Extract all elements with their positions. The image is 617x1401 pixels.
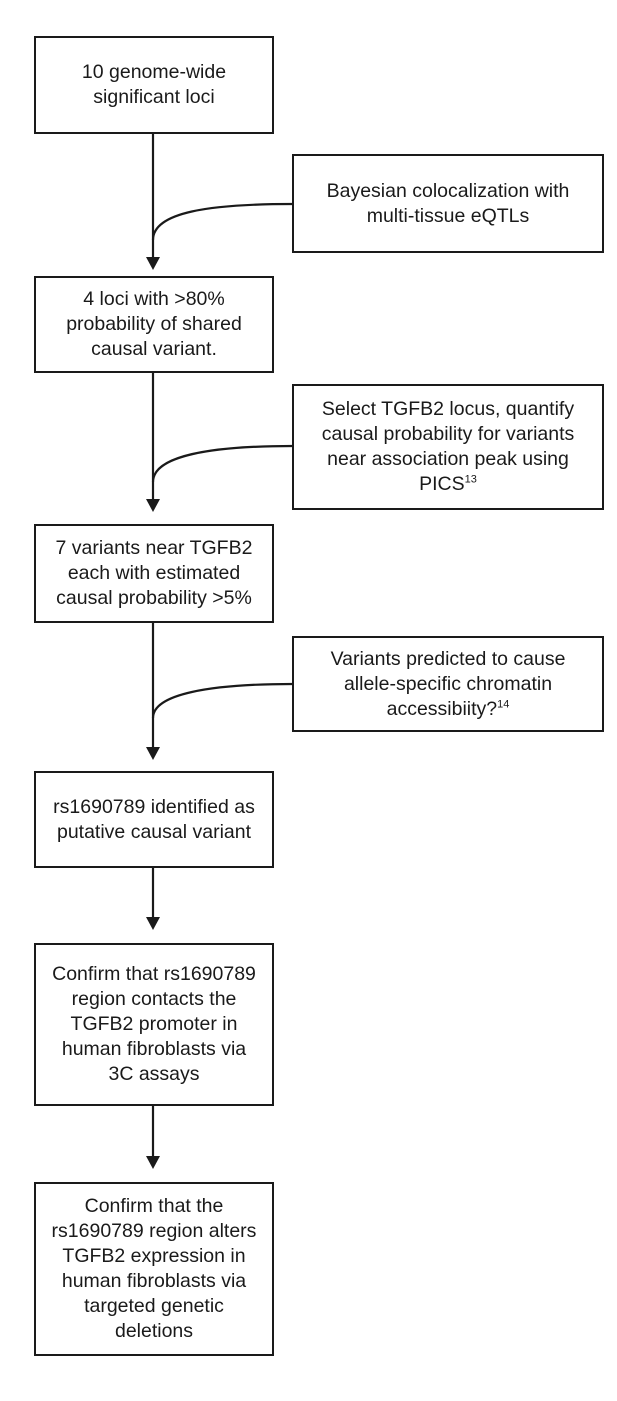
side-text-segment: accessibiity? [386,697,498,720]
step-box-putative-causal-variant: rs1690789 identified as putative causal … [34,771,274,868]
step-box-tgfb2-variants: 7 variants near TGFB2 each with estimate… [34,524,274,623]
arrowhead-1 [146,257,160,270]
step-text-line: causal probability >5% [56,587,252,609]
step-box-genetic-deletions: Confirm that the rs1690789 region alters… [34,1182,274,1356]
step-text-line: human fibroblasts via [61,1038,247,1060]
step-text-line: 4 loci with >80% [83,288,225,310]
step-text-line: rs1690789 region alters [51,1220,257,1242]
step-text-line: Confirm that rs1690789 [52,963,256,985]
side-box-pics-quantification: Select TGFB2 locus, quantify causal prob… [292,384,604,510]
side-text-line: Variants predicted to cause [330,647,566,670]
step-text-line: significant loci [93,86,215,108]
step-text-line: causal variant. [91,338,217,360]
side-connector-curve-2 [151,444,294,483]
arrowhead-4 [146,917,160,930]
side-text-line: allele-specific chromatin [343,672,553,695]
side-connector-curve-3 [151,682,294,719]
step-text-line: TGFB2 promoter in [70,1013,238,1035]
step-box-shared-causal-loci: 4 loci with >80% probability of shared c… [34,276,274,373]
citation-superscript: 13 [464,473,477,486]
step-text-line: Confirm that the [84,1195,224,1217]
step-text-line: deletions [114,1320,194,1342]
side-text-line: multi-tissue eQTLs [366,204,530,227]
step-text-line: 7 variants near TGFB2 [55,537,253,559]
step-text-line: 10 genome-wide [81,61,227,83]
step-text-line: targeted genetic [84,1295,224,1317]
side-box-chromatin-accessibility: Variants predicted to cause allele-speci… [292,636,604,732]
side-text-line: Bayesian colocalization with [326,179,570,202]
step-text-line: TGFB2 expression in [62,1245,246,1267]
step-text-line: human fibroblasts via [61,1270,247,1292]
arrowhead-3 [146,747,160,760]
step-text-line: region contacts the [71,988,237,1010]
citation-superscript: 14 [497,698,510,710]
step-text-line: rs1690789 identified as [53,795,255,818]
step-text-line: each with estimated [67,562,241,584]
step-text-line: putative causal variant [56,820,252,843]
side-text-line: causal probability for variants [321,423,575,445]
step-box-significant-loci: 10 genome-wide significant loci [34,36,274,134]
step-text-line: 3C assays [108,1063,200,1085]
side-box-colocalization: Bayesian colocalization with multi-tissu… [292,154,604,253]
side-text-line: near association peak using [327,448,569,470]
side-text-line: PICS13 [419,472,477,497]
side-text-segment: PICS [419,473,465,495]
side-text-line: accessibiity?14 [387,697,510,722]
arrowhead-5 [146,1156,160,1169]
side-text-line: Select TGFB2 locus, quantify [321,398,575,420]
side-connector-curve-1 [151,202,294,241]
arrowhead-2 [146,499,160,512]
step-box-3c-assays: Confirm that rs1690789 region contacts t… [34,943,274,1106]
step-text-line: probability of shared [66,313,242,335]
